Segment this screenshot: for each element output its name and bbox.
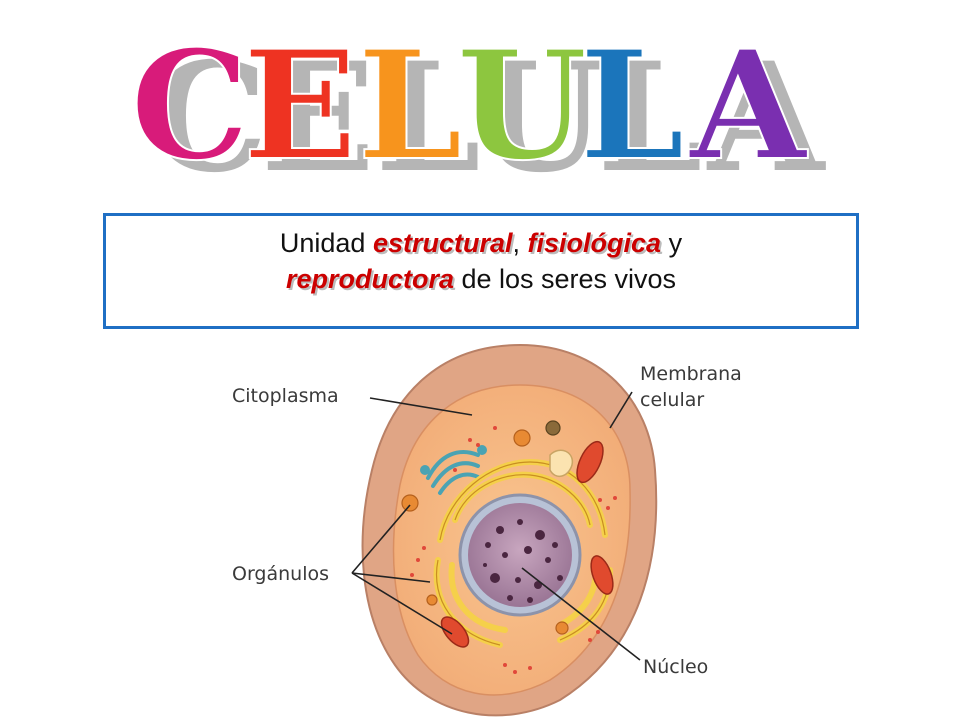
title-letter-shadow: E	[261, 30, 375, 200]
label-nucleo: Núcleo	[643, 656, 708, 678]
cell-diagram: Citoplasma Membrana celular Orgánulos Nú…	[232, 343, 742, 717]
small-organelles	[401, 420, 574, 635]
title-letter-shadow: A	[706, 30, 827, 200]
definition-box: Unidad estructural, fisiológica y reprod…	[103, 213, 859, 329]
label-citoplasma: Citoplasma	[232, 385, 339, 407]
pointer-membrana	[609, 391, 633, 429]
pointer-citoplasma	[369, 397, 473, 416]
title-letter-e-1: E	[243, 18, 357, 194]
golgi-apparatus	[420, 445, 487, 495]
ribosomes	[410, 426, 617, 674]
title-letter-a-5: A	[688, 18, 809, 194]
title-letter-shadow: L	[597, 30, 702, 200]
definition-text-4: de los seres vivos	[453, 264, 677, 294]
label-organulos: Orgánulos	[232, 563, 329, 585]
definition-text-3: y	[661, 228, 683, 258]
label-membrana-line2: celular	[640, 389, 704, 411]
pointer-nucleo	[521, 567, 641, 661]
keyword-reproductora: reproductora	[285, 264, 454, 294]
nucleus	[468, 503, 572, 607]
title-letter-u-3: U	[457, 18, 588, 194]
definition-text-1: Unidad	[279, 228, 373, 258]
title-letter-shadow: U	[475, 30, 606, 200]
chromatin	[483, 519, 563, 603]
title-letter-shadow: C	[148, 30, 267, 200]
mitochondria	[440, 440, 614, 648]
keyword-fisiologica: fisiológica	[527, 228, 662, 258]
title-letter-shadow: L	[375, 30, 480, 200]
title-letter-l-4: L	[579, 18, 684, 194]
keyword-estructural: estructural	[372, 228, 513, 258]
title-letter-c-0: C	[130, 18, 249, 194]
pointer-organulo-1	[351, 504, 411, 574]
definition-text-2: ,	[512, 228, 528, 258]
pointer-organulo-2	[351, 572, 431, 583]
title-letter-l-2: L	[357, 18, 462, 194]
label-membrana-line1: Membrana	[640, 363, 742, 385]
pointer-organulo-3	[351, 572, 453, 635]
